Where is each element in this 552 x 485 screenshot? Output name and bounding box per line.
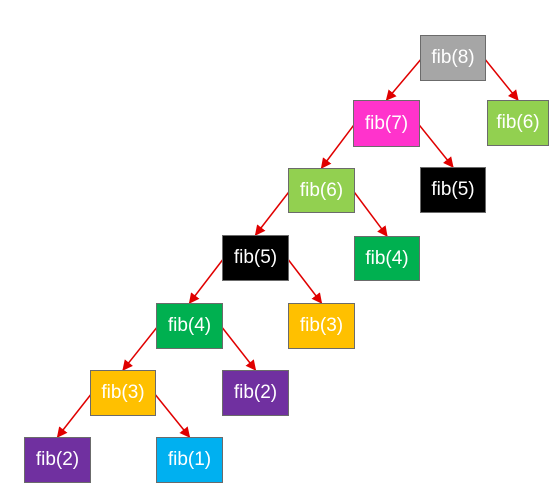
edge-n8-to-n7	[385, 57, 423, 101]
edge-n5-to-n3r	[286, 257, 323, 304]
edge-n5-to-n4	[188, 257, 225, 304]
node-fib-6: fib(6)	[288, 168, 355, 213]
node-fib-7: fib(7)	[353, 100, 420, 147]
node-fib-3-right: fib(3)	[288, 303, 355, 349]
node-fib-8: fib(8)	[420, 35, 486, 81]
edge-n7-to-n6	[320, 123, 356, 169]
edge-n6-to-n4r	[352, 190, 388, 237]
node-fib-4: fib(4)	[156, 303, 223, 349]
node-fib-5-right: fib(5)	[420, 167, 486, 213]
edge-n4-to-n2r	[220, 325, 257, 371]
edge-n3-to-n1	[153, 392, 191, 438]
edge-n7-to-n5r	[417, 123, 454, 168]
node-fib-5: fib(5)	[222, 235, 289, 281]
edge-n4-to-n3	[122, 325, 159, 371]
node-fib-4-right: fib(4)	[354, 236, 420, 281]
node-fib-2: fib(2)	[24, 437, 91, 483]
node-fib-2-right: fib(2)	[222, 370, 289, 416]
node-fib-1: fib(1)	[156, 437, 223, 483]
edge-n3-to-n2	[56, 392, 93, 438]
edge-n6-to-n5	[254, 190, 291, 236]
node-fib-6-right: fib(6)	[487, 100, 549, 146]
edge-n8-to-n6r	[483, 57, 519, 101]
node-fib-3: fib(3)	[90, 370, 156, 416]
